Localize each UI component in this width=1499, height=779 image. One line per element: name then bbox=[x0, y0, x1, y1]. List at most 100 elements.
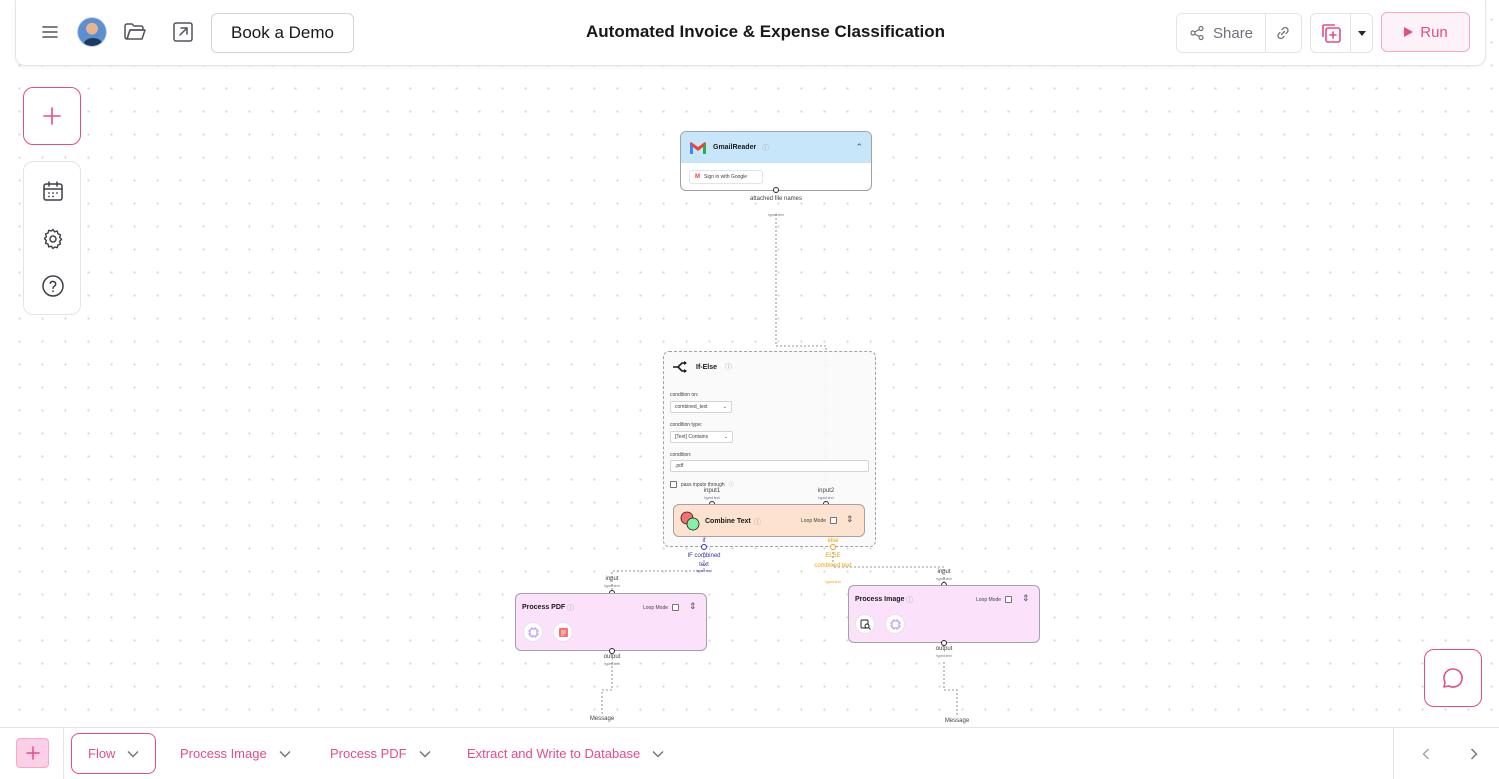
combine-text-node[interactable]: Combine Text ⓘ Loop Mode ⇕ bbox=[673, 504, 865, 537]
tab-scroll-right-button[interactable] bbox=[1450, 728, 1498, 779]
expand-icon[interactable]: ⇕ bbox=[846, 514, 854, 524]
condition-value: .pdf bbox=[675, 463, 684, 469]
condition-on-select[interactable]: combined_text ⌄ bbox=[670, 401, 732, 413]
else-port-name: else bbox=[827, 538, 839, 544]
tab-label: Extract and Write to Database bbox=[467, 746, 641, 761]
condition-input[interactable]: .pdf bbox=[670, 460, 869, 472]
loop-mode-toggle[interactable]: Loop Mode bbox=[801, 517, 838, 524]
info-icon[interactable]: ⓘ bbox=[754, 519, 761, 526]
run-label: Run bbox=[1420, 23, 1448, 41]
process-pdf-next-label: Message bbox=[589, 716, 615, 722]
loop-mode-toggle[interactable]: Loop Mode bbox=[643, 604, 680, 611]
share-icon bbox=[1189, 25, 1205, 41]
image-search-icon[interactable] bbox=[855, 614, 875, 634]
process-image-output-type: typed:text bbox=[936, 654, 952, 658]
add-node-button[interactable] bbox=[23, 87, 81, 145]
info-icon[interactable]: ⓘ bbox=[762, 144, 770, 152]
copy-link-button[interactable] bbox=[1265, 14, 1299, 52]
else-output-type: typed:text bbox=[825, 580, 841, 584]
chevron-down-icon[interactable] bbox=[127, 750, 139, 758]
info-icon[interactable]: ⓘ bbox=[567, 605, 574, 612]
branch-icon bbox=[672, 361, 688, 373]
if-output-label: IF combined text bbox=[687, 553, 721, 568]
process-image-output-label: output bbox=[935, 646, 953, 652]
chevron-down-icon[interactable] bbox=[279, 750, 291, 758]
pass-inputs-checkbox[interactable]: pass inputs through ⓘ bbox=[670, 481, 734, 488]
expand-icon[interactable]: ⇕ bbox=[689, 601, 697, 611]
loop-mode-checkbox[interactable] bbox=[672, 604, 680, 611]
process-pdf-input-type: typed:text bbox=[604, 584, 620, 588]
chat-button[interactable] bbox=[1424, 649, 1482, 707]
expand-icon[interactable]: ⇕ bbox=[1022, 593, 1030, 603]
tab-flow[interactable]: Flow bbox=[71, 733, 157, 774]
condition-label: condition: bbox=[670, 452, 692, 458]
run-button[interactable]: Run bbox=[1381, 12, 1470, 52]
google-signin-label: Sign in with Google bbox=[704, 174, 748, 180]
bottom-tab-bar: Flow Process Image Process PDF Extract a… bbox=[0, 727, 1499, 779]
combine-input1-label: input1 bbox=[703, 488, 721, 494]
ai-chip-icon[interactable] bbox=[885, 614, 905, 634]
tab-scroll-left-button[interactable] bbox=[1402, 728, 1450, 779]
process-image-output-port[interactable] bbox=[941, 640, 947, 646]
pdf-icon[interactable] bbox=[553, 622, 573, 642]
info-icon[interactable]: ⓘ bbox=[728, 482, 734, 488]
loop-mode-checkbox[interactable] bbox=[830, 517, 838, 524]
chevron-down-icon[interactable] bbox=[652, 750, 664, 758]
info-icon[interactable]: ⓘ bbox=[725, 364, 733, 371]
calendar-icon[interactable] bbox=[40, 178, 66, 204]
chevron-down-icon: ⌄ bbox=[723, 434, 728, 440]
pass-inputs-label: pass inputs through bbox=[681, 481, 725, 488]
tab-extract-write-database[interactable]: Extract and Write to Database bbox=[451, 733, 680, 774]
gmail-output-port[interactable] bbox=[773, 187, 779, 193]
combine-text-icon bbox=[680, 511, 700, 531]
loop-mode-toggle[interactable]: Loop Mode bbox=[976, 596, 1013, 603]
tab-process-pdf[interactable]: Process PDF bbox=[314, 733, 447, 774]
help-icon[interactable] bbox=[40, 273, 66, 299]
combine-input1-type: typed:text bbox=[704, 496, 720, 500]
process-pdf-title: Process PDF bbox=[522, 604, 566, 611]
condition-on-label: condition on: bbox=[670, 392, 699, 398]
process-image-node[interactable]: Process Image ⓘ Loop Mode ⇕ bbox=[848, 585, 1040, 643]
ai-chip-icon[interactable] bbox=[523, 622, 543, 642]
link-icon bbox=[1275, 25, 1291, 41]
condition-type-select[interactable]: [Text] Contains ⌄ bbox=[670, 431, 733, 443]
process-image-next-label: Message bbox=[944, 718, 970, 724]
collapse-icon[interactable]: ⌃ bbox=[855, 142, 863, 152]
share-button[interactable]: Share bbox=[1177, 14, 1265, 52]
process-pdf-node[interactable]: Process PDF ⓘ Loop Mode ⇕ bbox=[515, 593, 707, 651]
chevron-down-icon: ⌄ bbox=[722, 404, 727, 410]
condition-type-label: condition type: bbox=[670, 422, 703, 428]
copy-plus-icon bbox=[1319, 21, 1343, 45]
combine-input2-type: typed:text bbox=[818, 496, 834, 500]
add-tab-button[interactable] bbox=[16, 738, 49, 768]
info-icon[interactable]: ⓘ bbox=[906, 597, 913, 604]
avatar[interactable] bbox=[77, 17, 107, 47]
plus-icon bbox=[25, 746, 40, 760]
duplicate-button[interactable] bbox=[1311, 14, 1351, 52]
tab-label: Process PDF bbox=[330, 746, 407, 761]
book-demo-button[interactable]: Book a Demo bbox=[211, 13, 354, 53]
plus-icon bbox=[41, 105, 63, 127]
gmail-output-type: typed:text bbox=[768, 213, 784, 217]
google-signin-button[interactable]: M Sign in with Google bbox=[689, 170, 763, 184]
gmail-reader-node[interactable]: GmailReader ⓘ ⌃ M Sign in with Google bbox=[680, 131, 872, 191]
gear-icon[interactable] bbox=[40, 226, 66, 252]
pass-inputs-box[interactable] bbox=[670, 481, 677, 488]
gmail-reader-header: GmailReader ⓘ ⌃ bbox=[681, 132, 871, 163]
menu-icon[interactable] bbox=[38, 20, 62, 44]
loop-mode-label: Loop Mode bbox=[643, 604, 669, 611]
loop-mode-label: Loop Mode bbox=[976, 596, 1002, 603]
open-external-icon[interactable] bbox=[171, 20, 195, 44]
tab-process-image[interactable]: Process Image bbox=[164, 733, 307, 774]
duplicate-menu-button[interactable] bbox=[1351, 14, 1372, 52]
chat-icon bbox=[1441, 666, 1465, 690]
tab-label: Process Image bbox=[180, 746, 267, 761]
folder-open-icon[interactable] bbox=[122, 20, 148, 44]
loop-mode-checkbox[interactable] bbox=[1005, 596, 1013, 603]
else-output-port[interactable] bbox=[830, 544, 836, 550]
gmail-reader-title: GmailReader bbox=[713, 144, 757, 151]
condition-type-value: [Text] Contains bbox=[675, 434, 709, 440]
if-output-port[interactable] bbox=[701, 544, 707, 550]
chevron-down-icon[interactable] bbox=[419, 750, 431, 758]
process-pdf-output-port[interactable] bbox=[609, 648, 615, 654]
